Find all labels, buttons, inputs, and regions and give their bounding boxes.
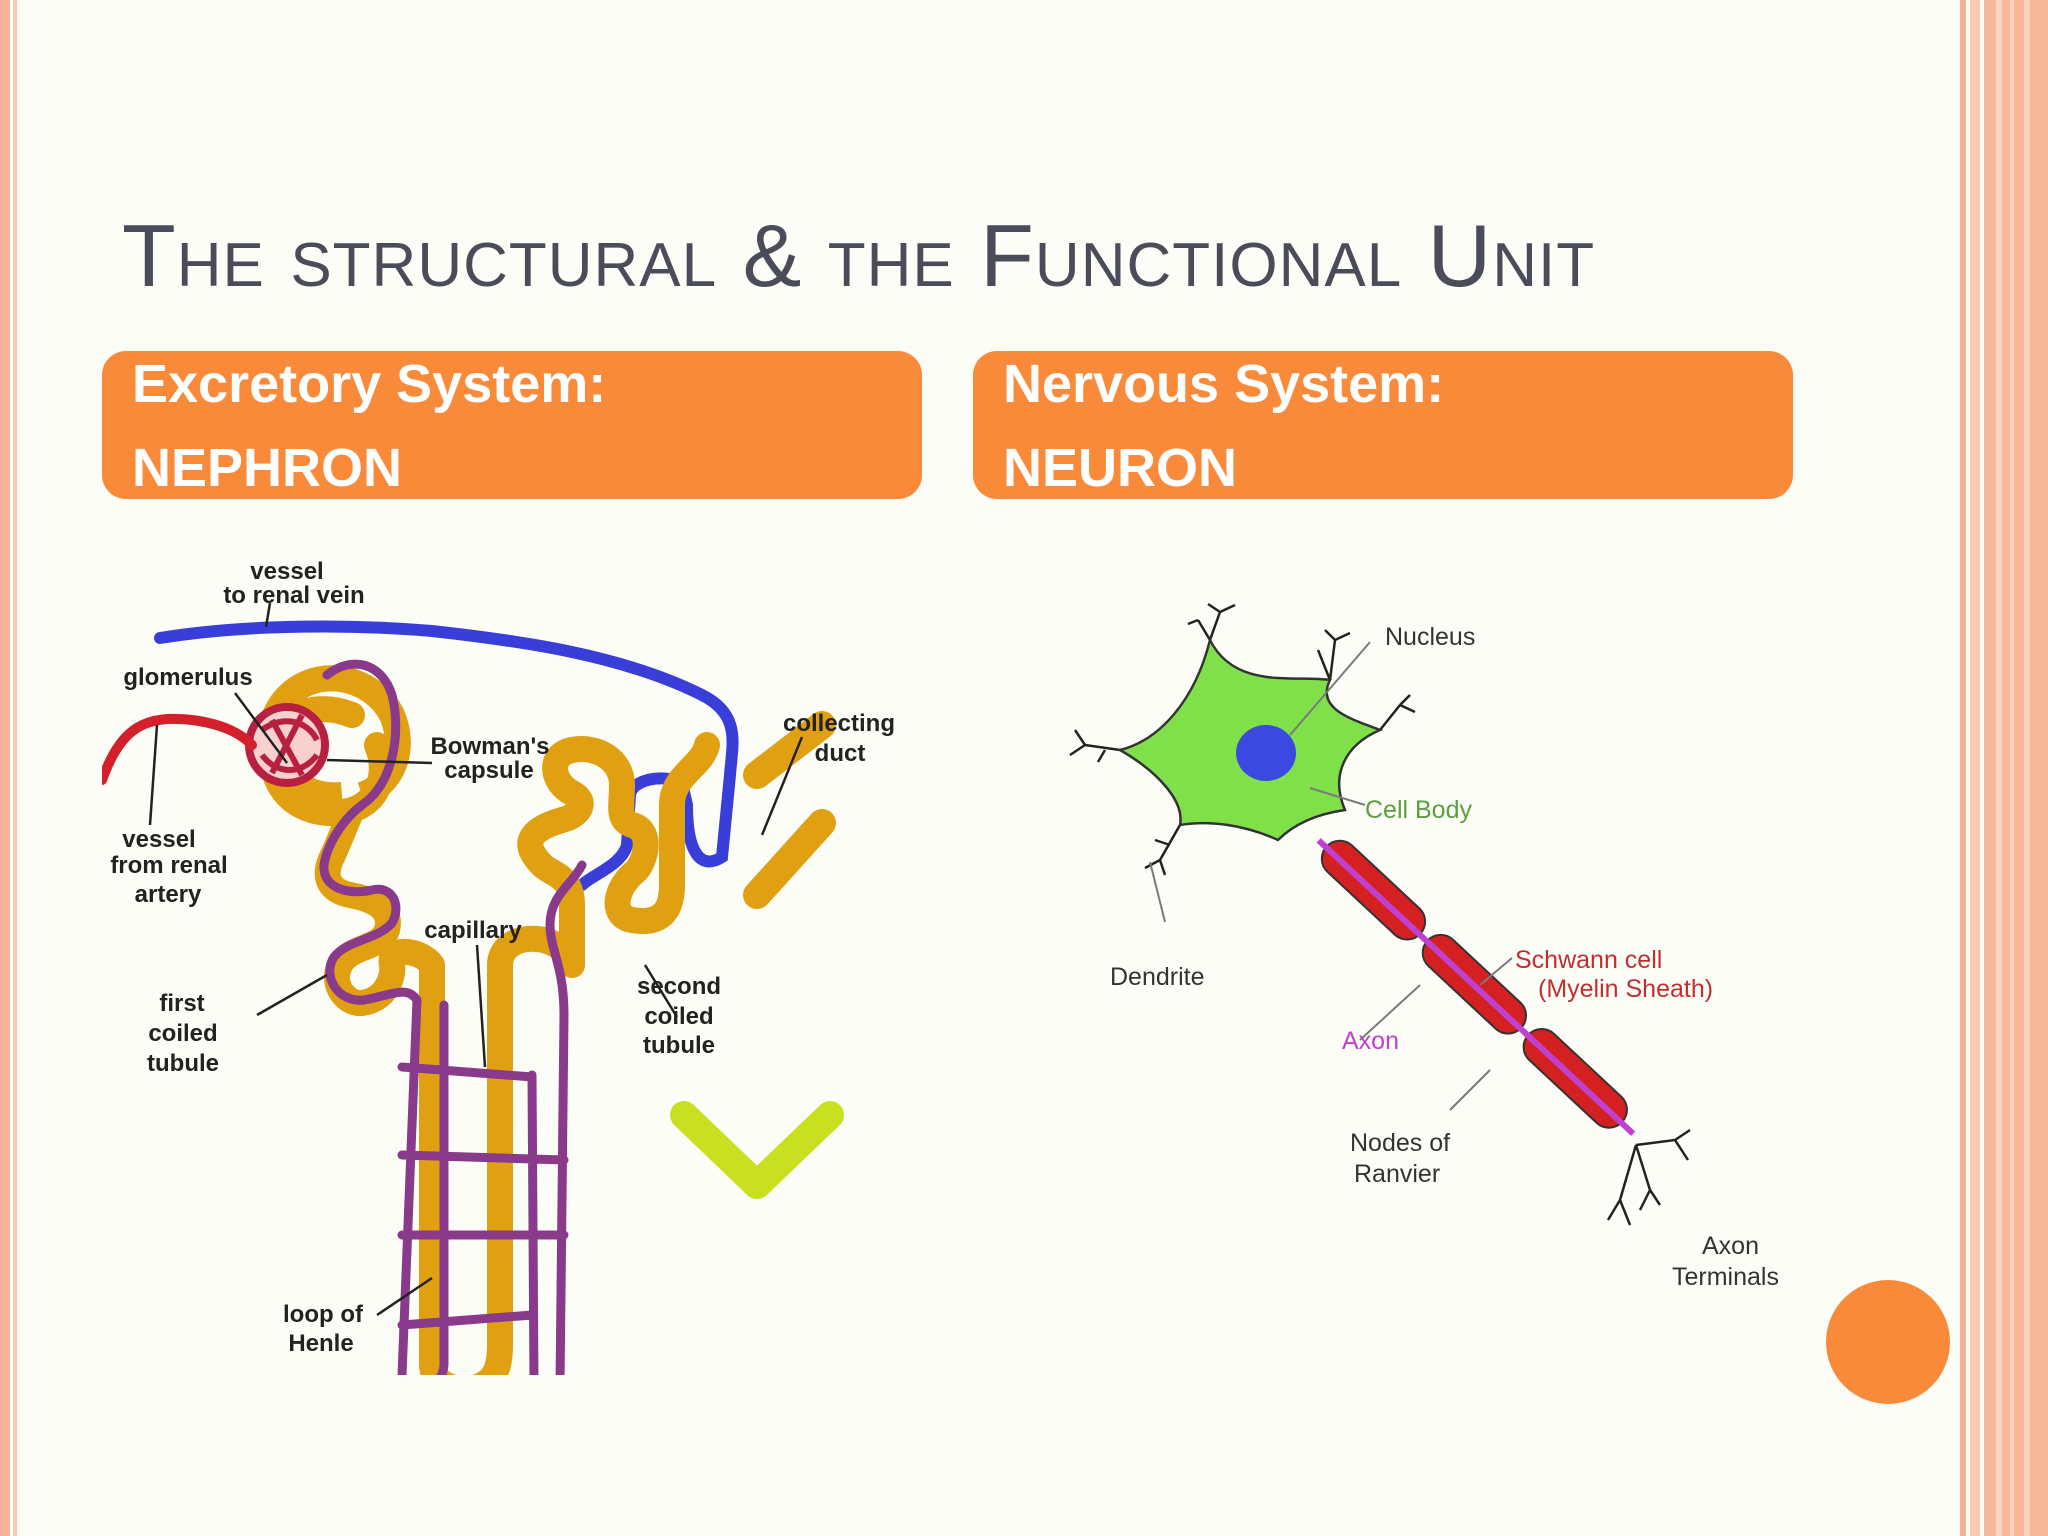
left-border-stripe bbox=[0, 0, 10, 1536]
nervous-system-heading: Nervous System: bbox=[1003, 354, 1445, 414]
label-first-coiled-tubule: first bbox=[159, 990, 204, 1017]
myelin-sheath bbox=[1316, 838, 1636, 1136]
axon-terminals bbox=[1606, 1128, 1691, 1226]
label-loop-of-henle: loop of bbox=[283, 1301, 364, 1328]
label-first-coiled-tubule: tubule bbox=[147, 1050, 219, 1077]
label-schwann-cell: Schwann cell bbox=[1515, 946, 1662, 974]
label-bowmans-capsule: capsule bbox=[444, 757, 533, 784]
right-border-stripe bbox=[1960, 0, 1966, 1536]
label-vessel-vein: vessel bbox=[250, 558, 323, 585]
dendrites bbox=[1069, 602, 1416, 876]
capillary-network bbox=[319, 659, 587, 1375]
collecting-duct-branch bbox=[743, 711, 836, 909]
right-border-stripe bbox=[2024, 0, 2030, 1536]
neuron-diagram: Nucleus Cell Body Dendrite Schwann cell … bbox=[1069, 602, 1779, 1291]
axon bbox=[1316, 838, 1636, 1136]
right-border-stripe bbox=[2010, 0, 2014, 1536]
right-border-decoration bbox=[1960, 0, 2048, 1536]
label-bowmans-capsule: Bowman's bbox=[430, 733, 549, 760]
left-border-decoration bbox=[0, 0, 22, 1536]
label-glomerulus: glomerulus bbox=[123, 664, 252, 691]
label-myelin-sheath: (Myelin Sheath) bbox=[1538, 975, 1713, 1003]
glomerulus-coils bbox=[259, 713, 320, 777]
label-nucleus: Nucleus bbox=[1385, 623, 1475, 651]
renal-tubule bbox=[258, 696, 720, 1375]
label-second-coiled-tubule: second bbox=[637, 973, 721, 1000]
label-collecting-duct: collecting bbox=[783, 710, 895, 737]
label-second-coiled-tubule: tubule bbox=[643, 1032, 715, 1059]
right-border-stripe bbox=[1996, 0, 2002, 1536]
label-cell-body: Cell Body bbox=[1365, 796, 1472, 824]
pointer-lines bbox=[1149, 641, 1513, 1111]
excretory-system-box: Excretory System: NEPHRON bbox=[102, 351, 922, 499]
label-axon-terminals: Axon bbox=[1702, 1232, 1759, 1260]
label-nodes-of-ranvier: Nodes of bbox=[1350, 1129, 1450, 1157]
excretory-system-heading: Excretory System: bbox=[132, 354, 607, 414]
collecting-duct-branch bbox=[670, 1101, 844, 1199]
pointer-lines bbox=[148, 602, 804, 1317]
right-border-stripe bbox=[1984, 0, 2048, 1536]
nucleus bbox=[1236, 725, 1296, 781]
label-renal-artery: vessel bbox=[122, 826, 195, 853]
label-nodes-of-ranvier: Ranvier bbox=[1354, 1160, 1440, 1188]
nephron-label: NEPHRON bbox=[132, 438, 403, 498]
nervous-system-box: Nervous System: NEURON bbox=[973, 351, 1793, 499]
slide-title: The structural & the Functional Unit bbox=[122, 206, 1596, 305]
left-border-stripe bbox=[13, 0, 17, 1536]
label-capillary: capillary bbox=[424, 917, 522, 944]
label-axon-terminals: Terminals bbox=[1672, 1263, 1779, 1291]
label-loop-of-henle: Henle bbox=[288, 1330, 353, 1357]
decorative-circle bbox=[1826, 1280, 1950, 1404]
neuron-label: NEURON bbox=[1003, 438, 1238, 498]
label-renal-artery: artery bbox=[135, 881, 202, 908]
label-vessel-vein: to renal vein bbox=[223, 582, 364, 609]
right-border-stripe bbox=[1970, 0, 1980, 1536]
label-second-coiled-tubule: coiled bbox=[644, 1003, 713, 1030]
label-dendrite: Dendrite bbox=[1110, 963, 1205, 991]
nephron-diagram: vessel to renal vein glomerulus Bowman's… bbox=[102, 558, 895, 1375]
renal-artery-vessel bbox=[102, 713, 257, 785]
label-collecting-duct: duct bbox=[815, 740, 866, 767]
label-renal-artery: from renal bbox=[110, 852, 227, 879]
label-first-coiled-tubule: coiled bbox=[148, 1020, 217, 1047]
label-axon: Axon bbox=[1342, 1027, 1399, 1055]
